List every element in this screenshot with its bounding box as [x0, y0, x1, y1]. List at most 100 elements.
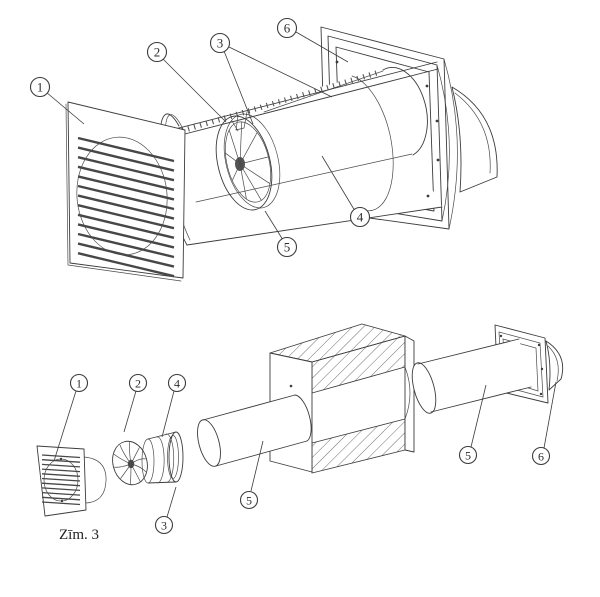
block-hole-end-arc — [404, 366, 411, 420]
duct-tube-assembly — [159, 60, 443, 246]
leader-2 — [123, 390, 137, 433]
bottom-diagram-exploded-installation: 1 2 4 3 5 5 6 — [36, 323, 564, 543]
plate-screw — [426, 194, 430, 198]
callout-4-label: 4 — [174, 377, 180, 391]
cartridge-back-inner-ring — [167, 435, 179, 479]
callout-5: 5 — [276, 236, 298, 258]
callout-3-label: 3 — [161, 519, 167, 533]
callout-4: 4 — [349, 206, 371, 228]
impeller-rim-front — [215, 115, 273, 211]
front-grille-panel — [65, 101, 186, 282]
bottom-callouts: 1 2 4 3 5 5 6 — [53, 373, 557, 535]
impeller-blades — [225, 121, 271, 201]
grille-panel — [36, 445, 107, 517]
vent-screw — [537, 343, 541, 347]
leader-5a — [250, 440, 264, 492]
callout-2: 2 — [146, 41, 168, 63]
callout-1: 1 — [29, 76, 51, 98]
vent-flap — [545, 340, 564, 391]
duct-ring-seam — [351, 75, 394, 212]
callout-6-label: 6 — [284, 21, 291, 36]
vent-screw — [539, 392, 543, 396]
plate-screw — [436, 158, 440, 162]
callout-4-label: 4 — [357, 210, 364, 225]
leader-1 — [45, 91, 85, 125]
callout-5a: 5 — [239, 490, 259, 510]
telescopic-rail — [174, 61, 439, 137]
panel-grille-circle — [76, 136, 168, 256]
callout-5-label: 5 — [284, 240, 291, 255]
outdoor-flap — [451, 86, 498, 193]
panel-screw — [60, 499, 64, 503]
leader-6 — [295, 31, 349, 63]
vent-flap-crease — [547, 345, 559, 382]
callout-2-label: 2 — [154, 45, 161, 60]
cartridge-seams — [156, 433, 175, 484]
figure-caption: Zīm. 3 — [59, 527, 99, 543]
leader-4 — [321, 155, 356, 212]
callout-1-label: 1 — [76, 377, 82, 391]
plate-cowl-inner-edge — [436, 64, 450, 222]
impeller-rim — [112, 440, 148, 486]
cartridge-back-ring — [168, 431, 184, 483]
plate-screw — [435, 119, 439, 123]
tube1-fill — [203, 395, 307, 466]
impeller — [112, 440, 148, 486]
impeller-mount-bracket — [231, 111, 248, 132]
callout-2: 2 — [128, 373, 148, 393]
panel-side-thickness — [65, 103, 182, 282]
leader-6 — [543, 381, 557, 449]
callout-5a-label: 5 — [246, 494, 252, 508]
top-callouts: 1 2 3 6 4 5 — [29, 17, 371, 258]
plate-cowl-edge — [443, 58, 458, 230]
callout-1: 1 — [69, 373, 89, 393]
cartridge-front-ring — [141, 438, 155, 484]
inner-duct-bottom-edge — [195, 153, 413, 203]
block-end-face — [404, 335, 415, 453]
impeller-rim-back — [223, 113, 281, 209]
tube1-edges — [202, 394, 308, 467]
outer-tube-bottom-edge — [186, 206, 443, 246]
leader-3 — [166, 486, 177, 518]
duct-tube-section-1 — [197, 394, 312, 467]
callout-2-label: 2 — [135, 377, 141, 391]
inner-duct-top-edge — [263, 70, 384, 113]
callout-6: 6 — [276, 17, 298, 39]
callout-3: 3 — [209, 32, 231, 54]
block-mark — [289, 384, 293, 388]
leader-5b — [470, 384, 487, 448]
duct-tube-section-2 — [411, 338, 532, 414]
tube-body-fill — [160, 67, 442, 245]
tube2-open-end — [411, 362, 437, 414]
plate-screw — [425, 84, 429, 88]
vent-screw — [540, 367, 544, 371]
panel-duct-collar — [83, 456, 107, 504]
leader-5 — [264, 210, 284, 241]
leader-4 — [161, 390, 175, 438]
callout-3: 3 — [154, 515, 174, 535]
vent-screw — [499, 334, 503, 338]
callout-3-label: 3 — [217, 36, 224, 51]
callout-5b-label: 5 — [465, 449, 471, 463]
fan-cartridge — [112, 431, 184, 486]
tube2-edges — [417, 338, 532, 413]
callout-6: 6 — [531, 446, 551, 466]
leader-2 — [162, 58, 227, 123]
block-lower-band — [311, 418, 406, 474]
plate-screw — [335, 60, 339, 64]
leader-1 — [53, 390, 77, 462]
leader-3 — [223, 46, 333, 125]
panel-face — [67, 101, 186, 279]
rail-graduation-marks — [175, 69, 381, 136]
callout-6-label: 6 — [538, 450, 544, 464]
plate-hole-collar — [382, 67, 428, 156]
fan-impeller — [215, 111, 281, 211]
top-diagram-duct-fan-assembly: 1 2 3 6 4 5 — [29, 17, 498, 282]
callout-5b: 5 — [458, 445, 478, 465]
callout-1-label: 1 — [37, 80, 44, 95]
outdoor-flap-crease — [454, 92, 491, 174]
tube1-far-end-arc — [294, 394, 312, 442]
panel-louvers — [41, 454, 81, 506]
